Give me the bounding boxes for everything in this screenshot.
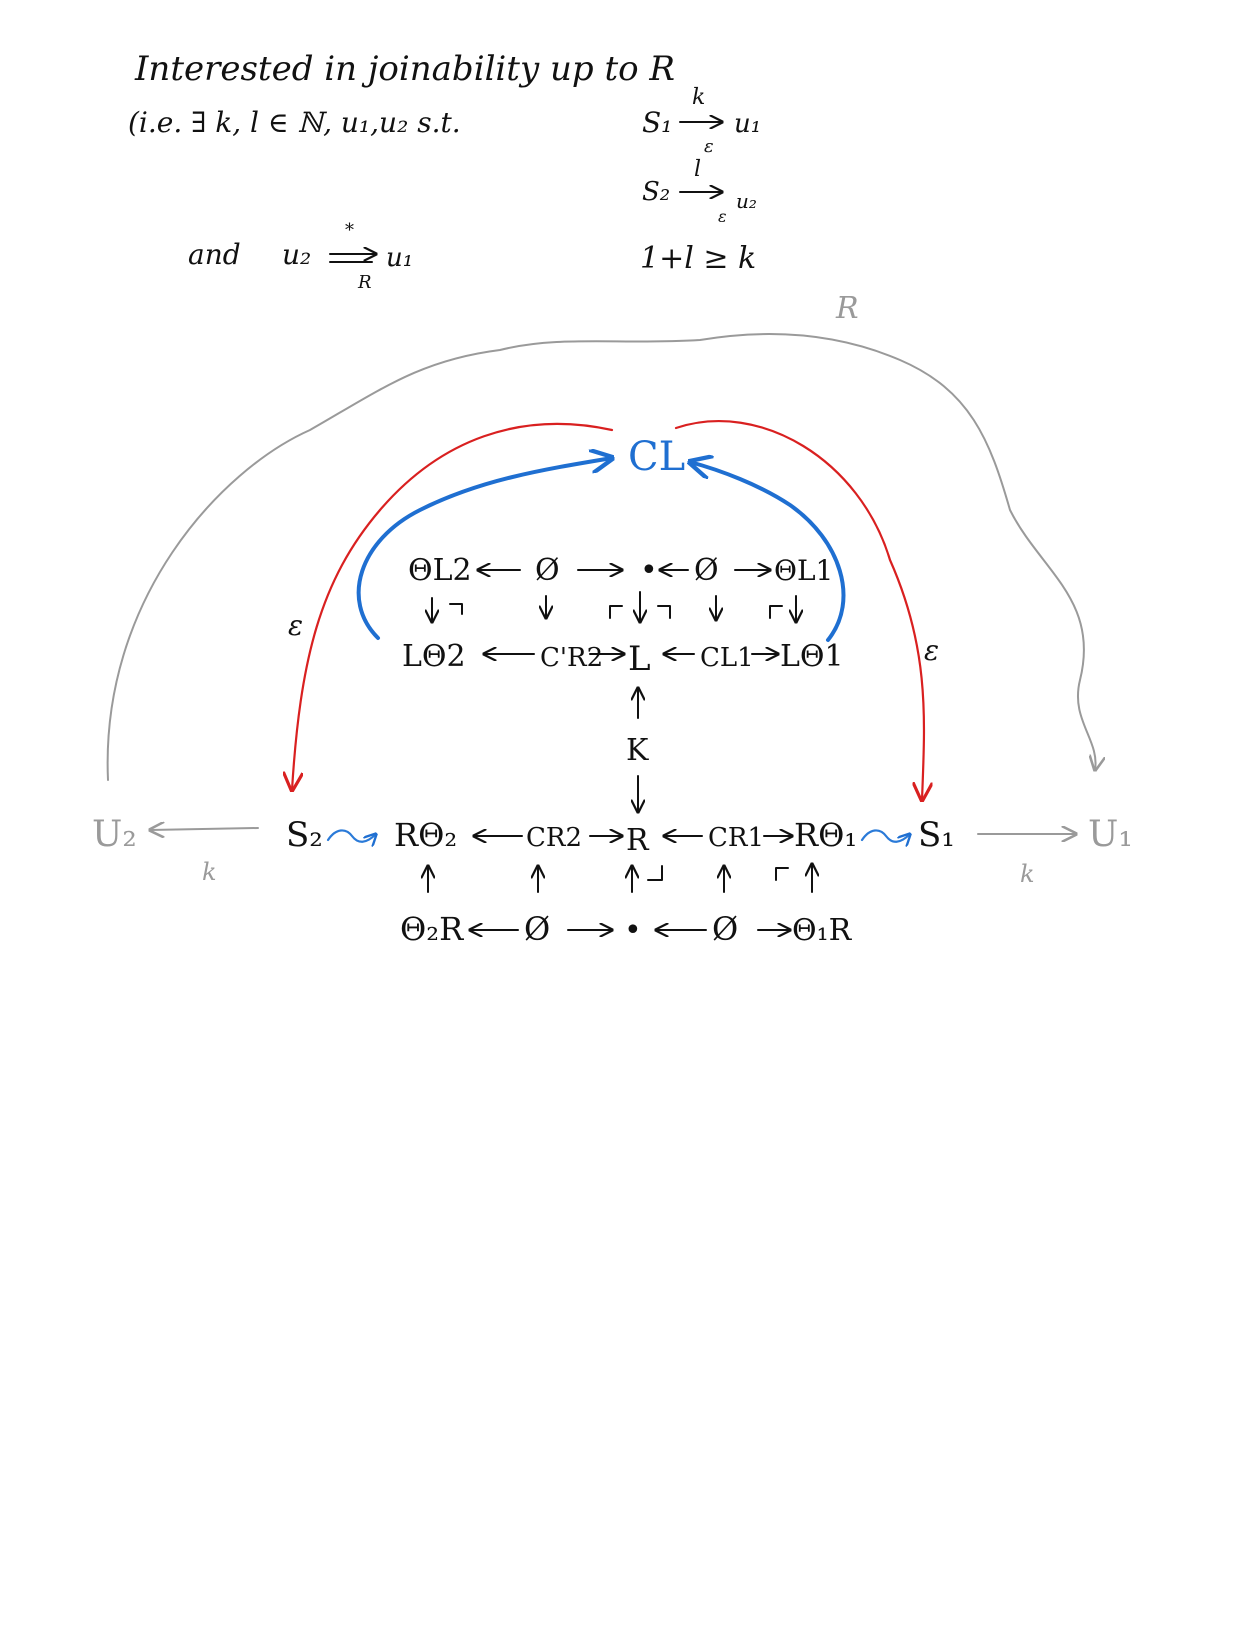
theta-1-R: Θ₁R: [792, 913, 853, 948]
C-R1: CR1: [708, 823, 764, 853]
notes-block: Interested in joinability up to R (i.e. …: [128, 49, 761, 293]
apex-CL: CL: [628, 434, 685, 480]
outer-R-arc: [106, 333, 1096, 781]
top-empty-1: Ø: [535, 553, 560, 588]
S2-to-U2-arrow: [150, 828, 259, 830]
pullback-corner-1: [647, 865, 663, 881]
eps-right-label: ε: [924, 634, 939, 667]
bottom-empty-2: Ø: [712, 910, 738, 948]
k-left-label: k: [202, 858, 217, 886]
top-point: •: [640, 553, 658, 588]
theta-2-R: Θ₂R: [400, 910, 464, 948]
rel1-sub: ε: [704, 136, 714, 157]
C-R2: CR2: [526, 823, 582, 853]
rel3-star: *: [345, 220, 354, 241]
eps-left-label: ε: [288, 609, 303, 642]
rel1-left: S₁: [642, 106, 672, 139]
blue-arc-right: [690, 462, 846, 642]
top-mid-arrows: [432, 591, 796, 622]
K-label: K: [626, 733, 649, 768]
R-theta-2: RΘ₂: [394, 816, 457, 854]
S1-node: S₁: [918, 815, 955, 855]
pushout-corner-1: [449, 603, 463, 615]
rel2-left: S₂: [642, 177, 670, 207]
C-L1: CL1: [700, 643, 754, 673]
theta-L1: ΘL1: [774, 554, 833, 587]
main-row: U₂ k S₂ RΘ₂ CR2 R CR1 RΘ₁ S₁ k U₁: [92, 814, 1133, 888]
rel3-sub: R: [357, 272, 372, 293]
rel2-right: u₂: [736, 189, 757, 213]
rel2-top: l: [694, 157, 701, 182]
outer-R-label: R: [835, 291, 859, 326]
S1-RTheta1-hook: [860, 829, 910, 841]
k-right-label: k: [1020, 860, 1035, 888]
S2-node: S₂: [286, 815, 323, 855]
pullback-corner-2: [775, 867, 789, 881]
notes-title: Interested in joinability up to R: [134, 49, 675, 89]
rel1-top: k: [692, 85, 705, 110]
blue-arc-left: [356, 458, 612, 640]
pushout-corner-4: [769, 605, 783, 619]
top-row: ΘL2 Ø • Ø ΘL1: [408, 553, 833, 588]
condition: 1+l ≥ k: [640, 241, 756, 276]
rel3-right: u₁: [386, 243, 413, 273]
S2-RTheta2-hook: [326, 829, 376, 841]
L-theta-1: LΘ1: [780, 639, 844, 674]
top-empty-2: Ø: [694, 553, 719, 588]
mid-row: LΘ2 C'R2 L CL1 LΘ1: [402, 639, 844, 679]
pushout-corner-3: [657, 605, 671, 619]
rel3-left: u₂: [282, 238, 311, 271]
bottom-point: •: [624, 913, 642, 948]
bottom-main-arrows: [428, 864, 812, 893]
bottom-empty-1: Ø: [524, 910, 550, 948]
pushout-corner-2: [609, 605, 623, 619]
R-node: R: [626, 823, 650, 858]
rel1-right: u₁: [734, 109, 761, 139]
eps-right-arc: [674, 420, 924, 800]
L-theta-2: LΘ2: [402, 639, 466, 674]
eps-left-arc: [292, 422, 614, 790]
and-word: and: [188, 238, 241, 271]
R-theta-1: RΘ₁: [794, 816, 857, 854]
rel2-sub: ε: [718, 207, 727, 226]
notes-exists-line: (i.e. ∃ k, l ∈ ℕ, u₁,u₂ s.t.: [128, 106, 461, 139]
U1-node: U₁: [1088, 814, 1133, 855]
L-node: L: [628, 639, 651, 679]
C-prime-R2: C'R2: [540, 643, 603, 673]
bottom-row: Θ₂R Ø • Ø Θ₁R: [400, 910, 853, 948]
theta-L2: ΘL2: [408, 553, 472, 588]
U2-node: U₂: [92, 814, 137, 855]
